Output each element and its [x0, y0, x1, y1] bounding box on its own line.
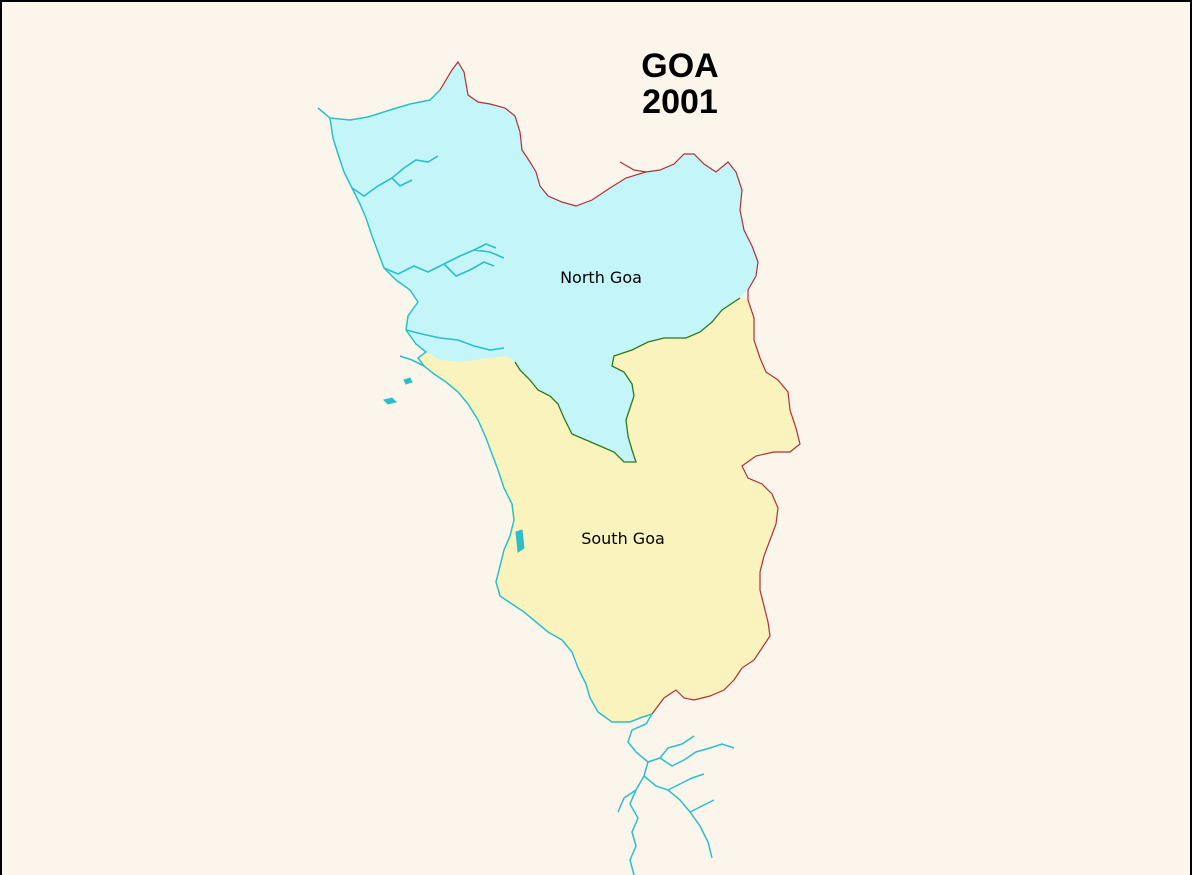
map-title: GOA 2001: [580, 48, 780, 120]
north-goa-region[interactable]: [330, 62, 758, 462]
river-border-north: [619, 161, 647, 173]
chapora-river: [351, 155, 439, 197]
coastal-islet: [383, 377, 413, 405]
south-goa-region[interactable]: [418, 298, 800, 722]
map-title-state: GOA: [641, 47, 719, 85]
coastline-north-tip: [329, 89, 441, 121]
southern-creeks: [617, 713, 735, 875]
map-title-year: 2001: [642, 83, 718, 121]
south-shore-islet: [515, 529, 525, 553]
mandovi-river: [383, 243, 505, 277]
district-boundary-line: [514, 297, 741, 463]
district-label-north-goa: North Goa: [560, 268, 642, 287]
zuari-river: [399, 329, 505, 367]
district-label-south-goa: South Goa: [581, 529, 665, 548]
coastline: [317, 107, 653, 723]
state-border-line: [439, 60, 801, 715]
